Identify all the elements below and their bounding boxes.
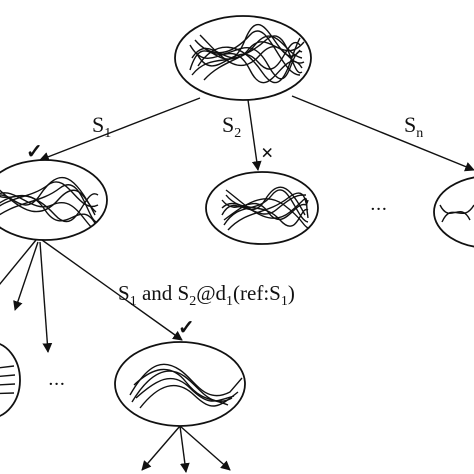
edge-label-s2: S2	[222, 112, 241, 141]
edge-s1-to-child-a	[13, 241, 39, 311]
edge-label-combo: S1 and S2@d1(ref:S1)	[118, 281, 295, 309]
edge-bottom-to-a	[141, 425, 181, 471]
edge-root-to-s2	[247, 99, 262, 171]
edge-root-to-s1	[39, 97, 201, 162]
edge-root-to-sn	[291, 95, 474, 172]
edge-label-sn: Sn	[404, 112, 423, 141]
edge-bottom-to-b	[179, 425, 190, 473]
ellipsis-level2: ···	[48, 374, 65, 395]
check-icon: ✓	[26, 141, 43, 163]
edge-s1-to-left	[0, 239, 37, 286]
node-root	[174, 15, 312, 101]
edge-bottom-to-c	[179, 425, 231, 471]
node-level2-left	[0, 343, 21, 417]
node-s1	[0, 159, 108, 241]
node-level2-combo	[114, 341, 246, 427]
check-icon: ✓	[178, 317, 195, 339]
ellipsis-level1: ···	[370, 199, 387, 220]
cross-icon: ×	[261, 140, 274, 165]
edge-s1-to-child-b	[39, 241, 53, 353]
edge-label-s1: S1	[92, 112, 111, 141]
edge-s1-to-combo	[41, 239, 183, 341]
node-sn	[433, 176, 474, 248]
node-s2	[205, 171, 319, 245]
